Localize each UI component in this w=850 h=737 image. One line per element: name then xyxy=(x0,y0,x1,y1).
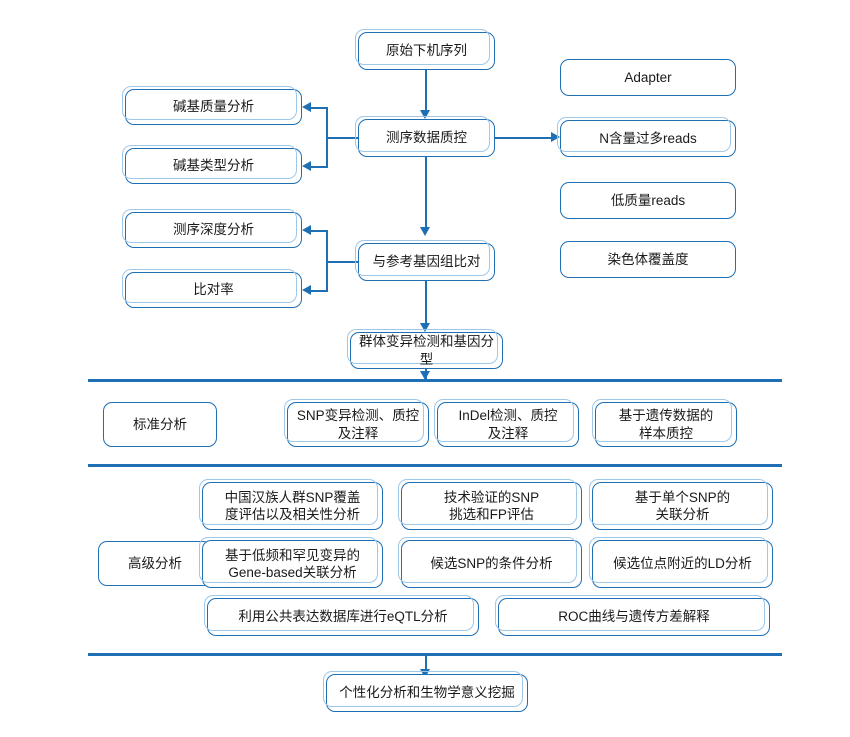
node-indel-detection-qc-annotation[interactable]: InDel检测、质控 及注释 xyxy=(434,399,579,447)
node-label: 比对率 xyxy=(193,282,234,298)
node-n-content-reads[interactable]: N含量过多reads xyxy=(557,117,736,157)
node-label: 技术验证的SNP 挑选和FP评估 xyxy=(443,489,540,522)
arrowhead-align-to-rate xyxy=(302,285,311,295)
node-low-quality-reads[interactable]: 低质量reads xyxy=(560,182,736,219)
node-label: 基于单个SNP的 关联分析 xyxy=(634,489,731,522)
arrowhead-to-final xyxy=(420,669,430,678)
node-label: 碱基质量分析 xyxy=(173,99,254,115)
arrowhead-qc-to-base-quality xyxy=(302,102,311,112)
node-alignment-rate[interactable]: 比对率 xyxy=(122,269,302,308)
node-label: 个性化分析和生物学意义挖掘 xyxy=(339,685,515,701)
section-label-text: 标准分析 xyxy=(133,416,187,432)
arrowhead-raw-to-qc xyxy=(420,110,430,119)
node-label: 测序深度分析 xyxy=(173,222,254,238)
connector-align-to-rate xyxy=(310,290,328,292)
node-label: 候选SNP的条件分析 xyxy=(430,556,553,572)
connector-qc-left-stem xyxy=(326,137,359,139)
connector-to-final xyxy=(425,655,427,675)
node-raw-sequence[interactable]: 原始下机序列 xyxy=(355,29,495,70)
arrowhead-align-to-variant xyxy=(420,323,430,332)
node-base-quality-analysis[interactable]: 碱基质量分析 xyxy=(122,86,302,125)
connector-qc-to-n-reads xyxy=(495,137,553,139)
node-population-variant-genotyping[interactable]: 群体变异检测和基因分型 xyxy=(347,329,503,369)
node-label: 与参考基因组比对 xyxy=(372,254,481,270)
connector-align-left-bus xyxy=(326,230,328,291)
connector-qc-to-base-quality xyxy=(310,107,328,109)
node-eqtl-public-expression-db[interactable]: 利用公共表达数据库进行eQTL分析 xyxy=(204,595,479,636)
node-gene-based-association[interactable]: 基于低频和罕见变异的 Gene-based关联分析 xyxy=(199,537,383,588)
node-snp-detection-qc-annotation[interactable]: SNP变异检测、质控 及注释 xyxy=(284,399,429,447)
connector-align-to-variant xyxy=(425,281,427,326)
arrowhead-align-to-depth xyxy=(302,225,311,235)
divider-final-analysis xyxy=(88,653,782,656)
connector-align-to-depth xyxy=(310,230,328,232)
node-label: 群体变异检测和基因分型 xyxy=(359,334,494,367)
node-han-chinese-snp-coverage[interactable]: 中国汉族人群SNP覆盖 度评估以及相关性分析 xyxy=(199,479,383,530)
connector-qc-left-bus xyxy=(326,107,328,167)
divider-advanced-analysis xyxy=(88,464,782,467)
node-label: SNP变异检测、质控 及注释 xyxy=(296,408,420,441)
node-genetic-data-sample-qc[interactable]: 基于遗传数据的 样本质控 xyxy=(592,399,737,447)
node-reference-alignment[interactable]: 与参考基因组比对 xyxy=(355,240,495,281)
node-personalized-analysis[interactable]: 个性化分析和生物学意义挖掘 xyxy=(323,671,528,712)
node-label: 低质量reads xyxy=(610,192,686,208)
node-label: ROC曲线与遗传方差解释 xyxy=(558,609,710,625)
node-base-type-analysis[interactable]: 碱基类型分析 xyxy=(122,145,302,184)
node-technical-validation-snp[interactable]: 技术验证的SNP 挑选和FP评估 xyxy=(398,479,582,530)
node-label: N含量过多reads xyxy=(599,130,697,146)
node-adapter[interactable]: Adapter xyxy=(560,59,736,96)
connector-align-left-stem xyxy=(326,261,359,263)
connector-qc-to-base-type xyxy=(310,166,328,168)
section-label-advanced-analysis[interactable]: 高级分析 xyxy=(98,541,212,586)
node-candidate-locus-ld[interactable]: 候选位点附近的LD分析 xyxy=(589,537,773,588)
node-label: 中国汉族人群SNP覆盖 度评估以及相关性分析 xyxy=(224,489,361,522)
section-label-text: 高级分析 xyxy=(128,555,182,571)
node-label: InDel检测、质控 及注释 xyxy=(458,408,558,441)
node-sequencing-depth-analysis[interactable]: 测序深度分析 xyxy=(122,209,302,248)
arrowhead-qc-to-n-reads xyxy=(551,132,560,142)
node-label: 候选位点附近的LD分析 xyxy=(613,556,752,572)
node-candidate-snp-conditional[interactable]: 候选SNP的条件分析 xyxy=(398,537,582,588)
section-label-standard-analysis[interactable]: 标准分析 xyxy=(103,402,217,447)
node-label: 测序数据质控 xyxy=(386,130,467,146)
node-label: 碱基类型分析 xyxy=(173,158,254,174)
node-chromosome-coverage[interactable]: 染色体覆盖度 xyxy=(560,241,736,278)
node-single-snp-association[interactable]: 基于单个SNP的 关联分析 xyxy=(589,479,773,530)
arrowhead-variant-to-standard xyxy=(420,371,430,380)
divider-standard-analysis xyxy=(88,379,782,382)
node-label: 利用公共表达数据库进行eQTL分析 xyxy=(238,609,448,625)
node-label: 原始下机序列 xyxy=(386,43,467,59)
node-label: Adapter xyxy=(624,69,672,85)
connector-raw-to-qc xyxy=(425,70,427,113)
node-label: 染色体覆盖度 xyxy=(607,251,689,267)
node-label: 基于遗传数据的 样本质控 xyxy=(618,408,714,441)
node-qc[interactable]: 测序数据质控 xyxy=(355,116,495,157)
connector-qc-to-align xyxy=(425,157,427,230)
node-roc-genetic-variance[interactable]: ROC曲线与遗传方差解释 xyxy=(495,595,770,636)
arrowhead-qc-to-base-type xyxy=(302,161,311,171)
node-label: 基于低频和罕见变异的 Gene-based关联分析 xyxy=(225,547,360,580)
arrowhead-qc-to-align xyxy=(420,227,430,236)
